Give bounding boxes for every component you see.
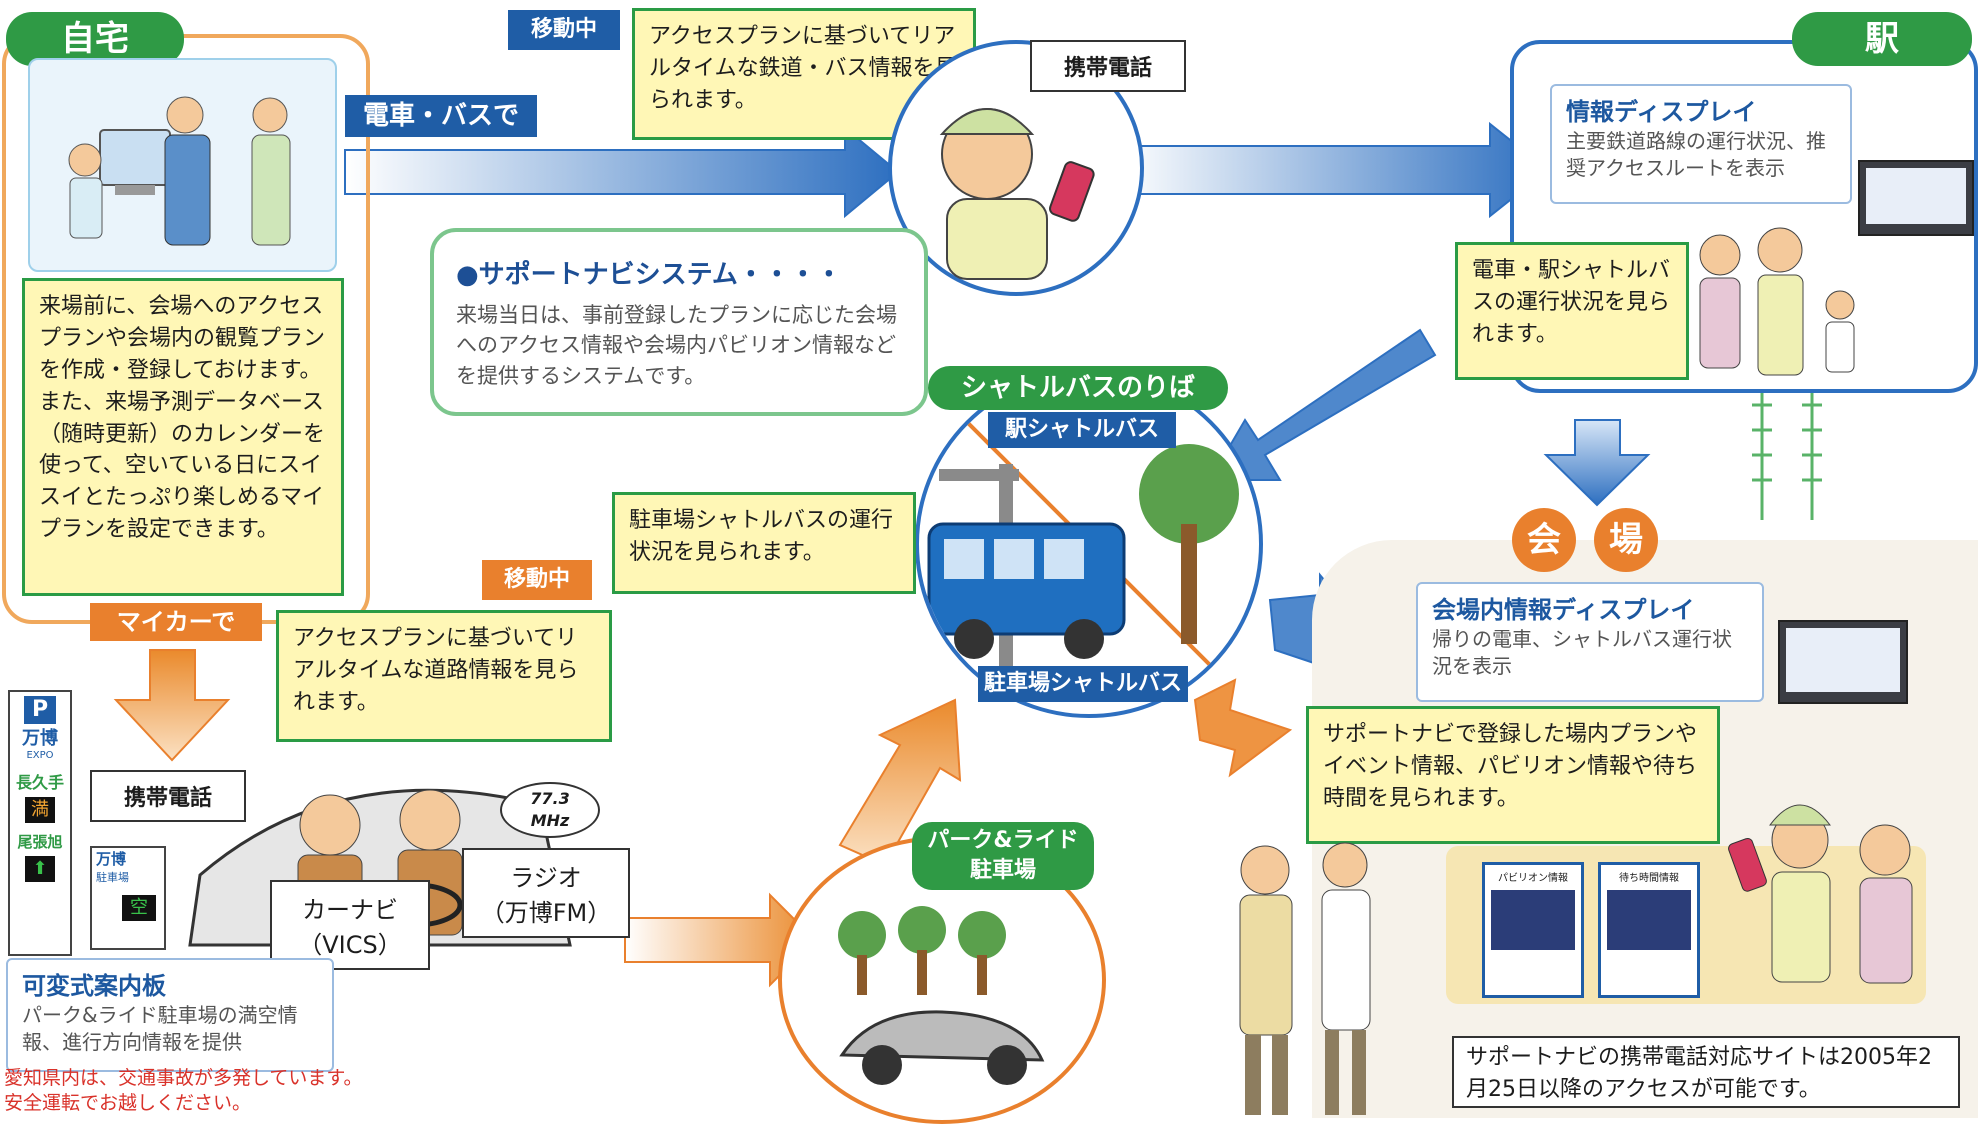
sign-up-arrow-icon: ⬆ <box>25 856 55 882</box>
sign-info-title: 可変式案内板 <box>22 972 166 1000</box>
railway-track <box>1752 390 1822 520</box>
shuttle-bubble: 駐車場シャトルバスの運行状況を見られます。 <box>612 492 916 594</box>
carnavi-label: カーナビ （VICS） <box>270 880 430 970</box>
car-mode-label: マイカーで <box>90 603 262 641</box>
sign-info-box: 可変式案内板 パーク&ライド駐車場の満空情報、進行方向情報を提供 <box>6 958 334 1072</box>
phone-screen-pavilion-title: パビリオン情報 <box>1498 873 1568 884</box>
station-people-illustration <box>1699 227 1855 376</box>
sign-nagakute: 長久手 <box>15 773 64 792</box>
sign-banpaku-2: 万博 <box>96 850 127 868</box>
venue-label-2: 場 <box>1594 508 1658 572</box>
sign-vacant: 空 <box>122 895 156 921</box>
parkride-car-illustration <box>838 906 1045 1085</box>
car-moving-label: 移動中 <box>482 560 592 600</box>
venue-bubble: サポートナビで登録した場内プランやイベント情報、パビリオン情報や待ち時間を見られ… <box>1306 706 1720 844</box>
parkride-label: パーク&ライド 駐車場 <box>912 822 1094 890</box>
station-title: 駅 <box>1792 12 1972 66</box>
sign-p: P <box>24 696 56 724</box>
station-display-body: 主要鉄道路線の運行状況、推奨アクセスルートを表示 <box>1566 129 1826 181</box>
home-illustration <box>28 58 337 272</box>
station-shuttle-label: 駅シャトルバス <box>988 412 1176 448</box>
radio-frequency: 77.3 MHz <box>500 782 600 838</box>
station-bubble: 電車・駅シャトルバスの運行状況を見られます。 <box>1455 242 1689 380</box>
arrow-station-to-venue <box>1543 419 1651 507</box>
train-moving-label: 移動中 <box>508 10 620 50</box>
sign-banpaku: 万博 <box>22 728 58 749</box>
car-bubble: アクセスプランに基づいてリアルタイムな道路情報を見られます。 <box>276 610 612 742</box>
station-display-board <box>1858 160 1974 236</box>
support-navi-description: 来場当日は、事前登録したプランに応じた会場へのアクセス情報や会場内パビリオン情報… <box>456 303 897 388</box>
sign-owariasahi: 尾張旭 <box>17 833 63 851</box>
sign-pole-1: P 万博 EXPO 長久手 満 尾張旭 ⬆ <box>8 690 72 956</box>
bus-stop-illustration <box>919 374 1259 714</box>
venue-display-body: 帰りの電車、シャトルバス運行状況を表示 <box>1432 627 1732 679</box>
traffic-warning: 愛知県内は、交通事故が多発しています。 安全運転でお越しください。 <box>4 1067 363 1114</box>
venue-display-board <box>1778 620 1908 704</box>
radio-label: ラジオ （万博FM） <box>462 848 630 938</box>
venue-display-title: 会場内情報ディスプレイ <box>1432 596 1695 624</box>
home-description: 来場前に、会場へのアクセスプランや会場内の観覧プランを作成・登録しておけます。ま… <box>22 278 344 596</box>
arrow-phone-to-station <box>1117 121 1550 219</box>
arrow-shuttle-to-venue-orange <box>1193 678 1293 778</box>
arrow-home-to-car <box>113 649 231 762</box>
phone-label-top: 携帯電話 <box>1030 40 1186 92</box>
parking-shuttle-label: 駐車場シャトルバス <box>978 666 1188 702</box>
phone-screen-waiting: 待ち時間情報 <box>1598 862 1700 998</box>
phone-user-illustration <box>939 108 1095 280</box>
phone-circle <box>888 40 1144 296</box>
venue-note: サポートナビの携帯電話対応サイトは2005年2月25日以降のアクセスが可能です。 <box>1452 1036 1960 1108</box>
sign-full: 満 <box>25 797 55 823</box>
venue-label-1: 会 <box>1512 508 1576 572</box>
shuttle-stop-label: シャトルバスのりば <box>928 366 1228 410</box>
phone-screen-pavilion: パビリオン情報 <box>1482 862 1584 998</box>
family-computer-illustration <box>68 96 291 246</box>
sign-parking: 駐車場 <box>96 871 129 884</box>
station-display-box: 情報ディスプレイ 主要鉄道路線の運行状況、推奨アクセスルートを表示 <box>1550 84 1852 204</box>
home-title: 自宅 <box>6 12 184 66</box>
arrow-home-to-phone <box>344 125 900 219</box>
sign-expo: EXPO <box>26 750 54 761</box>
arrow-station-to-shuttle <box>1208 328 1437 481</box>
parkride-circle <box>778 836 1106 1124</box>
venue-display-box: 会場内情報ディスプレイ 帰りの電車、シャトルバス運行状況を表示 <box>1416 582 1764 702</box>
shuttle-circle <box>915 370 1263 718</box>
support-navi-title: ●サポートナビシステム・・・・ <box>456 260 842 290</box>
support-navi-box: ●サポートナビシステム・・・・ 来場当日は、事前登録したプランに応じた会場へのア… <box>430 228 928 416</box>
sign-pole-2: 万博 駐車場 空 <box>90 846 166 950</box>
train-mode-label: 電車・バスで <box>345 95 537 137</box>
venue-couple-illustration <box>1239 842 1371 1115</box>
venue-family-illustration <box>1728 804 1913 984</box>
car-phone-label: 携帯電話 <box>90 770 246 822</box>
station-display-title: 情報ディスプレイ <box>1566 98 1757 126</box>
phone-screen-waiting-title: 待ち時間情報 <box>1619 873 1679 884</box>
sign-info-body: パーク&ライド駐車場の満空情報、進行方向情報を提供 <box>22 1003 298 1055</box>
